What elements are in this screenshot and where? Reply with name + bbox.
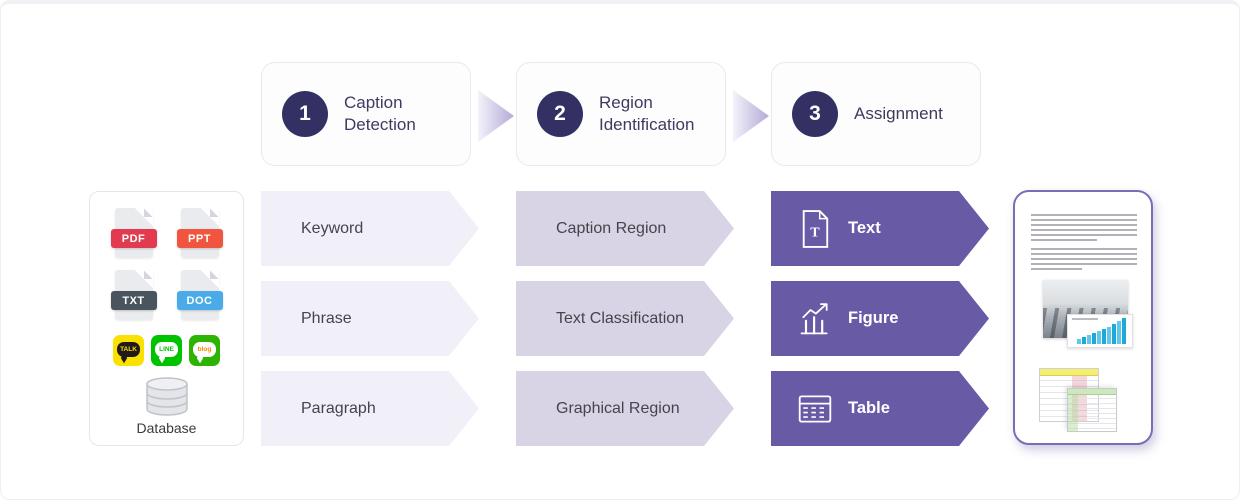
preview-table-front bbox=[1067, 388, 1117, 432]
item-label: Text bbox=[848, 219, 881, 237]
pdf-file-icon: PDF bbox=[109, 208, 159, 260]
naver-blog-icon: blog bbox=[189, 335, 220, 366]
stage2-item-text-classification: Text Classification bbox=[516, 281, 734, 356]
source-panel: PDF PPT TXT DOC TALK LINE bbox=[89, 191, 244, 446]
doc-label: DOC bbox=[176, 291, 223, 310]
social-sources-row: TALK LINE blog bbox=[113, 335, 220, 366]
step-arrow-icon bbox=[478, 90, 514, 142]
txt-label: TXT bbox=[110, 291, 157, 310]
step-title: Assignment bbox=[854, 104, 943, 124]
stage2-item-caption-region: Caption Region bbox=[516, 191, 734, 266]
doc-file-icon: DOC bbox=[175, 270, 225, 322]
step-number: 3 bbox=[809, 102, 821, 125]
item-label: Phrase bbox=[301, 309, 352, 327]
svg-text:T: T bbox=[810, 224, 820, 240]
step-number: 1 bbox=[299, 102, 311, 125]
stage3-item-text: T Text bbox=[771, 191, 989, 266]
item-label: Figure bbox=[848, 309, 899, 327]
step-arrow-icon bbox=[733, 90, 769, 142]
step-title: Region Identification bbox=[599, 93, 695, 134]
kakaotalk-icon: TALK bbox=[113, 335, 144, 366]
step-number: 2 bbox=[554, 102, 566, 125]
table-grid-icon bbox=[797, 393, 833, 425]
stage1-item-paragraph: Paragraph bbox=[261, 371, 479, 446]
item-label: Caption Region bbox=[556, 219, 667, 237]
kakaotalk-label: TALK bbox=[117, 342, 140, 357]
item-label: Graphical Region bbox=[556, 399, 680, 417]
line-icon: LINE bbox=[151, 335, 182, 366]
item-label: Paragraph bbox=[301, 399, 376, 417]
database-label: Database bbox=[136, 420, 197, 436]
pdf-label: PDF bbox=[110, 229, 157, 248]
figure-chart-icon bbox=[797, 301, 833, 337]
stage2-item-graphical-region: Graphical Region bbox=[516, 371, 734, 446]
step-number-badge: 1 bbox=[282, 91, 328, 137]
preview-text-block bbox=[1031, 214, 1137, 273]
text-document-icon: T bbox=[797, 209, 833, 249]
stage1-item-phrase: Phrase bbox=[261, 281, 479, 356]
document-preview bbox=[1013, 190, 1153, 445]
preview-bar-chart bbox=[1067, 314, 1133, 348]
step-title: Caption Detection bbox=[344, 93, 416, 134]
item-label: Keyword bbox=[301, 219, 364, 237]
step-number-badge: 3 bbox=[792, 91, 838, 137]
file-format-grid: PDF PPT TXT DOC bbox=[109, 208, 225, 322]
database-icon bbox=[145, 377, 188, 416]
naver-blog-label: blog bbox=[193, 342, 216, 357]
ppt-file-icon: PPT bbox=[175, 208, 225, 260]
item-label: Text Classification bbox=[556, 309, 685, 327]
step-card-caption-detection: 1 Caption Detection bbox=[261, 62, 471, 166]
stage3-item-table: Table bbox=[771, 371, 989, 446]
item-label: Table bbox=[848, 399, 890, 417]
line-label: LINE bbox=[155, 342, 178, 357]
step-number-badge: 2 bbox=[537, 91, 583, 137]
stage1-item-keyword: Keyword bbox=[261, 191, 479, 266]
step-card-region-identification: 2 Region Identification bbox=[516, 62, 726, 166]
stage3-item-figure: Figure bbox=[771, 281, 989, 356]
step-card-assignment: 3 Assignment bbox=[771, 62, 981, 166]
ppt-label: PPT bbox=[176, 229, 223, 248]
txt-file-icon: TXT bbox=[109, 270, 159, 322]
database-source: Database bbox=[136, 376, 197, 436]
